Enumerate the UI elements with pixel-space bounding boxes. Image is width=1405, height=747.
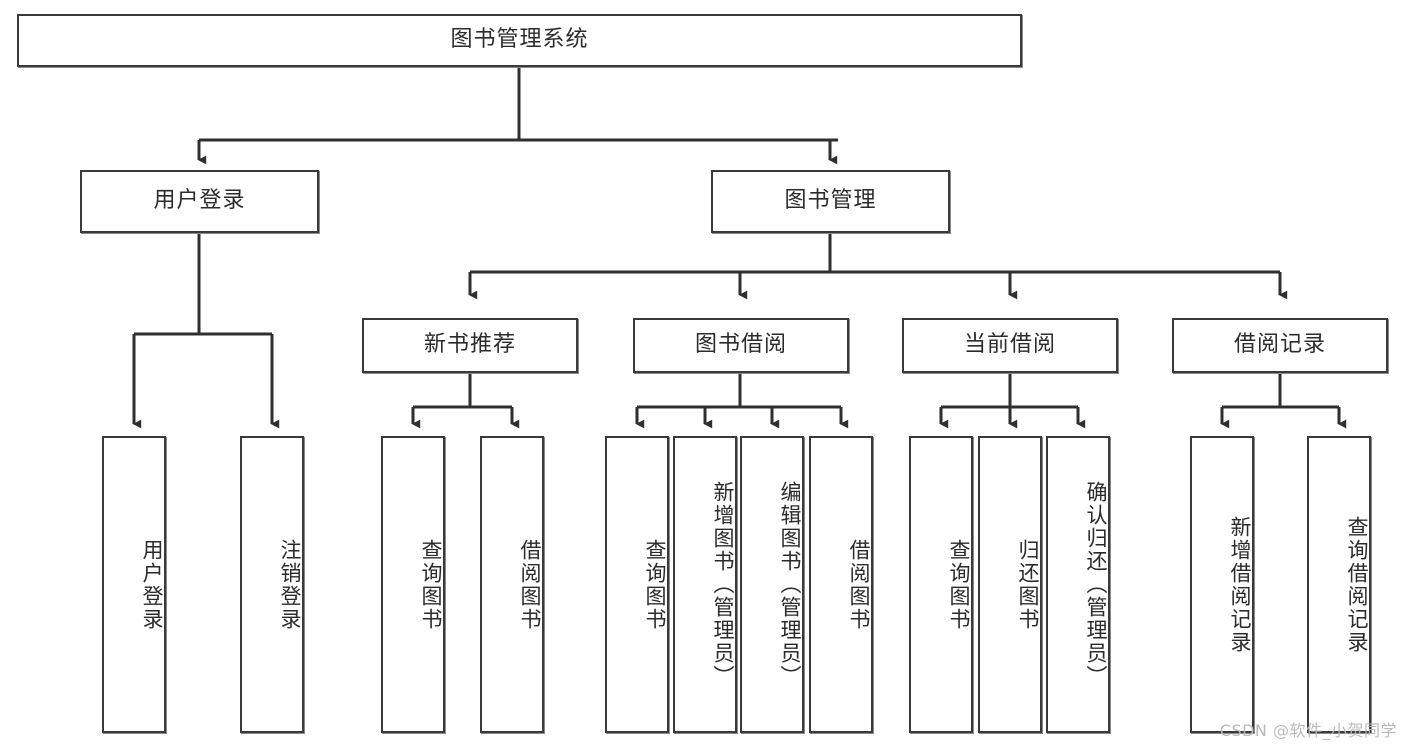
node-label: 图书管理系统 (450, 27, 589, 53)
node-label: 用户登录 (153, 188, 246, 214)
leaf-borrow-books-new-rec[interactable]: 借阅图书 (480, 436, 544, 733)
leaf-query-borrow-record[interactable]: 查询借阅记录 (1307, 436, 1371, 733)
node-book-borrow[interactable]: 图书借阅 (633, 318, 849, 373)
leaf-add-borrow-record[interactable]: 新增借阅记录 (1190, 436, 1254, 733)
watermark: CSDN @软件_小贺同学 (1219, 721, 1397, 740)
node-label: 用户登录 (140, 538, 164, 631)
node-book-management[interactable]: 图书管理 (711, 170, 950, 233)
node-label: 查询图书 (419, 538, 443, 631)
node-label: 查询图书 (643, 538, 667, 631)
node-label: 查询借阅记录 (1345, 515, 1369, 654)
leaf-query-books-new-rec[interactable]: 查询图书 (381, 436, 445, 733)
leaf-add-book-admin[interactable]: 新增图书（管理员） (673, 436, 737, 733)
node-label: 借阅记录 (1233, 332, 1326, 358)
node-borrow-record[interactable]: 借阅记录 (1172, 318, 1388, 373)
leaf-edit-book-admin[interactable]: 编辑图书（管理员） (740, 436, 804, 733)
node-label: 新书推荐 (423, 332, 516, 358)
node-label: 编辑图书（管理员） (778, 481, 802, 688)
node-current-borrow[interactable]: 当前借阅 (902, 318, 1118, 373)
node-label: 借阅图书 (847, 538, 871, 631)
leaf-query-books-current[interactable]: 查询图书 (909, 436, 973, 733)
node-label: 新增借阅记录 (1228, 515, 1252, 654)
node-label: 注销登录 (278, 538, 302, 631)
leaf-user-login[interactable]: 用户登录 (102, 436, 166, 733)
node-label: 图书借阅 (694, 332, 787, 358)
node-label: 借阅图书 (518, 538, 542, 631)
node-root-book-management-system[interactable]: 图书管理系统 (17, 14, 1022, 67)
leaf-query-books-borrow[interactable]: 查询图书 (605, 436, 669, 733)
node-label: 当前借阅 (963, 332, 1056, 358)
node-user-login[interactable]: 用户登录 (80, 170, 319, 233)
leaf-confirm-return-admin[interactable]: 确认归还（管理员） (1046, 436, 1110, 733)
node-label: 确认归还（管理员） (1084, 481, 1108, 688)
leaf-logout[interactable]: 注销登录 (240, 436, 304, 733)
node-label: 查询图书 (947, 538, 971, 631)
node-new-book-recommendation[interactable]: 新书推荐 (362, 318, 578, 373)
node-label: 新增图书（管理员） (711, 481, 735, 688)
node-label: 归还图书 (1016, 538, 1040, 631)
leaf-return-books[interactable]: 归还图书 (978, 436, 1042, 733)
node-label: 图书管理 (784, 188, 877, 214)
leaf-borrow-books[interactable]: 借阅图书 (809, 436, 873, 733)
